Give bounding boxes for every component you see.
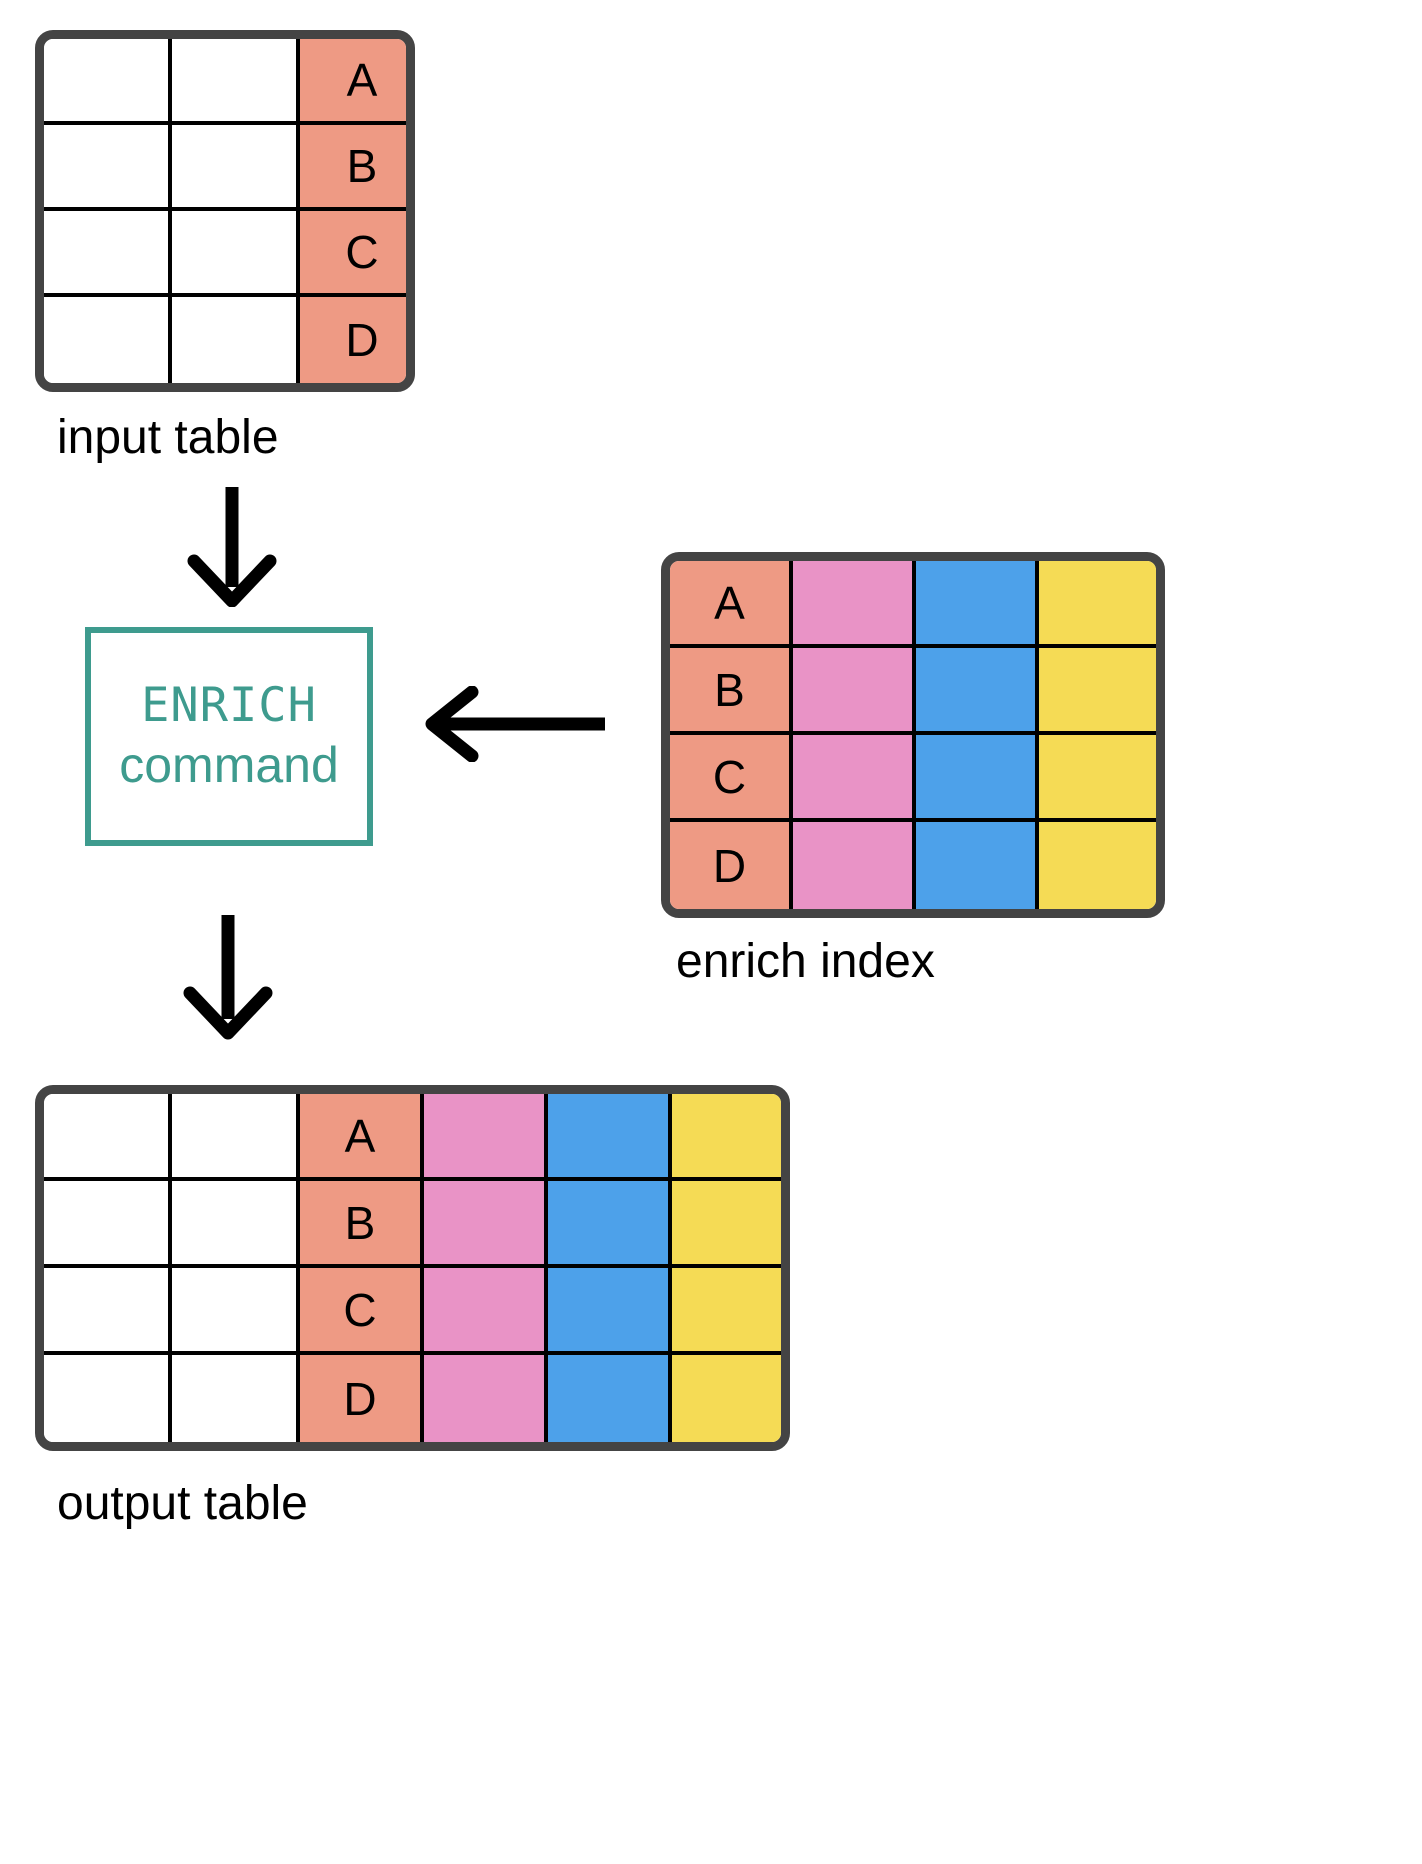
table-cell <box>916 735 1039 822</box>
output-table-caption: output table <box>57 1477 308 1530</box>
table-cell <box>793 822 916 909</box>
table-row: C <box>44 1268 781 1355</box>
table-row: B <box>44 1181 781 1268</box>
table-cell: D <box>670 822 793 909</box>
table-cell <box>1039 648 1156 735</box>
table-cell: D <box>300 297 406 383</box>
arrow-command-to-output <box>172 915 284 1040</box>
table-cell <box>793 561 916 648</box>
table-cell: B <box>300 1181 424 1268</box>
table-cell <box>793 648 916 735</box>
table-cell: A <box>670 561 793 648</box>
table-cell <box>44 1181 172 1268</box>
table-cell <box>548 1094 672 1181</box>
table-cell <box>424 1355 548 1442</box>
table-cell <box>548 1355 672 1442</box>
table-cell <box>172 1355 300 1442</box>
arrow-input-to-command <box>176 487 288 608</box>
table-cell <box>44 1094 172 1181</box>
table-cell: A <box>300 1094 424 1181</box>
table-row: B <box>670 648 1156 735</box>
table-row: D <box>44 1355 781 1442</box>
table-cell <box>172 211 300 297</box>
table-cell <box>424 1181 548 1268</box>
table-cell <box>44 211 172 297</box>
arrow-index-to-command <box>420 685 605 763</box>
table-cell <box>44 39 172 125</box>
table-cell <box>172 125 300 211</box>
table-cell <box>44 1355 172 1442</box>
table-cell <box>793 735 916 822</box>
table-cell <box>548 1268 672 1355</box>
table-cell <box>916 648 1039 735</box>
table-cell: A <box>300 39 406 125</box>
table-row: D <box>670 822 1156 909</box>
enrich-command-keyword: ENRICH <box>141 678 317 734</box>
table-cell <box>172 39 300 125</box>
table-cell <box>672 1094 781 1181</box>
table-row: D <box>44 297 406 383</box>
table-cell <box>1039 822 1156 909</box>
table-row: C <box>44 211 406 297</box>
table-cell <box>916 822 1039 909</box>
table-cell <box>916 561 1039 648</box>
table-cell <box>172 297 300 383</box>
table-cell: C <box>300 211 406 297</box>
enrich-command-subtitle: command <box>119 736 339 793</box>
table-cell: C <box>670 735 793 822</box>
table-cell <box>172 1181 300 1268</box>
table-cell <box>672 1181 781 1268</box>
table-cell: B <box>670 648 793 735</box>
table-cell <box>44 1268 172 1355</box>
table-cell <box>172 1094 300 1181</box>
enrich-command-box[interactable]: ENRICH command <box>85 627 373 846</box>
table-cell <box>1039 561 1156 648</box>
table-cell: B <box>300 125 406 211</box>
table-cell <box>44 125 172 211</box>
table-cell <box>672 1268 781 1355</box>
table-cell <box>1039 735 1156 822</box>
table-cell <box>424 1094 548 1181</box>
table-cell <box>172 1268 300 1355</box>
table-cell <box>672 1355 781 1442</box>
table-row: C <box>670 735 1156 822</box>
table-cell: D <box>300 1355 424 1442</box>
table-row: A <box>670 561 1156 648</box>
table-row: A <box>44 39 406 125</box>
table-row: A <box>44 1094 781 1181</box>
table-row: B <box>44 125 406 211</box>
input-table-caption: input table <box>57 411 279 464</box>
table-cell <box>424 1268 548 1355</box>
table-cell <box>548 1181 672 1268</box>
enrich-index-caption: enrich index <box>676 935 935 988</box>
table-cell: C <box>300 1268 424 1355</box>
table-cell <box>44 297 172 383</box>
